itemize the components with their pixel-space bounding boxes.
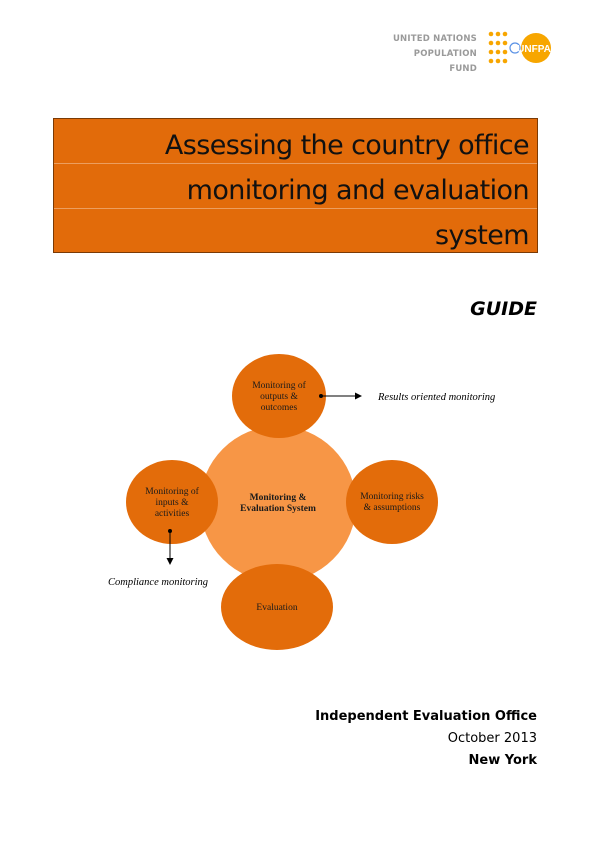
- top-node-line-3: outcomes: [261, 403, 298, 413]
- node-risks-assumptions: [346, 460, 438, 544]
- node-inputs-activities: [126, 460, 218, 544]
- left-node-line-2: inputs &: [156, 498, 190, 508]
- right-node-line-2: & assumptions: [364, 503, 421, 513]
- guide-subtitle: GUIDE: [470, 298, 537, 320]
- publication-info: Independent Evaluation Office October 20…: [315, 706, 537, 772]
- org-name: UNITED NATIONS POPULATION FUND: [393, 32, 477, 77]
- compliance-label: Compliance monitoring: [108, 577, 208, 588]
- left-node-line-3: activities: [155, 509, 190, 519]
- node-evaluation: [221, 564, 333, 650]
- title-line-2: monitoring and evaluation: [186, 175, 530, 206]
- title-banner: Assessing the country office monitoring …: [53, 118, 538, 253]
- document-title: Assessing the country office monitoring …: [164, 123, 530, 258]
- title-line-3: system: [434, 220, 530, 251]
- logo-wordmark: UNFPA: [517, 44, 551, 55]
- node-outputs-outcomes: [232, 354, 326, 438]
- org-name-line-1: UNITED NATIONS: [392, 34, 477, 44]
- right-node-line-1: Monitoring risks: [360, 492, 424, 502]
- publication-date: October 2013: [447, 731, 537, 746]
- top-node-line-1: Monitoring of: [252, 380, 306, 391]
- un-emblem-icon: [509, 42, 521, 54]
- org-name-line-2: POPULATION: [413, 49, 477, 59]
- top-node-line-2: outputs &: [260, 392, 298, 402]
- title-line-1: Assessing the country office: [164, 130, 530, 161]
- center-label-line-1: Monitoring &: [250, 493, 307, 503]
- org-name-line-3: FUND: [449, 64, 477, 74]
- results-oriented-label: Results oriented monitoring: [377, 392, 495, 403]
- office-name: Independent Evaluation Office: [315, 709, 537, 724]
- unfpa-logo: UNFPA: [488, 31, 551, 64]
- left-node-line-1: Monitoring of: [145, 486, 199, 497]
- m-and-e-diagram: Monitoring & Evaluation System Monitorin…: [108, 354, 495, 650]
- publication-city: New York: [468, 753, 537, 768]
- bottom-node-line-1: Evaluation: [256, 603, 297, 613]
- center-circle: [200, 426, 356, 582]
- center-label-line-2: Evaluation System: [240, 504, 316, 514]
